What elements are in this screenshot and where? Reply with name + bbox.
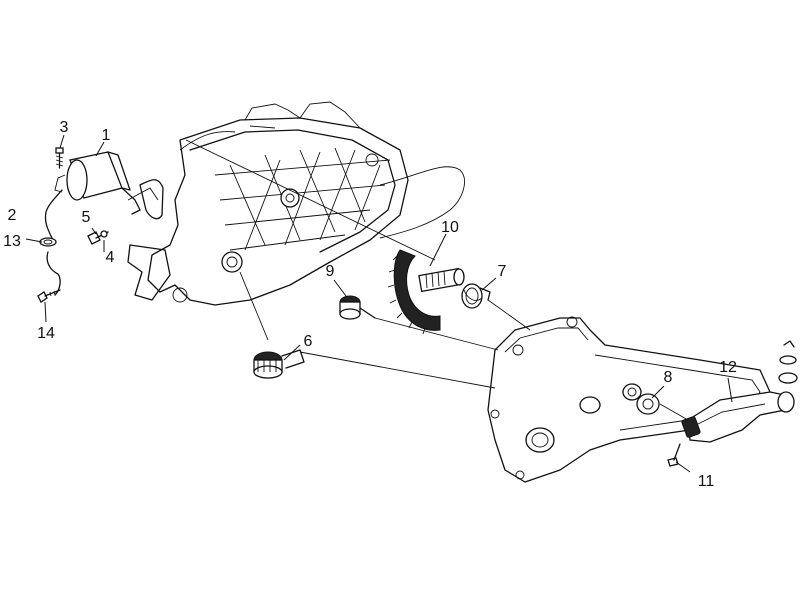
bolt-11	[667, 443, 681, 467]
callout-13: 13	[3, 233, 21, 250]
callout-7: 7	[498, 263, 507, 280]
screw-3	[55, 147, 64, 169]
callout-1: 1	[102, 127, 111, 144]
callout-14: 14	[37, 325, 55, 342]
assembly-lines	[299, 299, 689, 421]
callout-8: 8	[664, 369, 673, 386]
sector-gear-10	[387, 249, 465, 335]
pinion-9	[339, 295, 376, 320]
callout-5: 5	[82, 209, 91, 226]
starter-motor	[54, 151, 159, 215]
callout-labels: 1 2 3 4 5 6 7 8 9 10 11 12 13 14	[3, 119, 737, 490]
engine-crankcase	[127, 101, 465, 306]
oil-seal-8	[636, 393, 660, 415]
callout-3: 3	[60, 119, 69, 136]
starter-gear-6	[239, 271, 305, 379]
callout-9: 9	[326, 263, 335, 280]
callout-10: 10	[441, 219, 459, 236]
bolt-14	[37, 289, 61, 303]
callout-12: 12	[719, 359, 737, 376]
starter-cable	[44, 189, 63, 296]
return-spring-7	[461, 283, 491, 309]
callout-4: 4	[106, 249, 115, 266]
leader-lines	[25, 134, 733, 473]
callout-11: 11	[698, 473, 715, 490]
o-ring-13	[39, 237, 57, 247]
bolt-4-5	[87, 230, 109, 245]
callout-2: 2	[8, 207, 17, 224]
kick-starter-lever-12	[681, 340, 798, 443]
callout-6: 6	[304, 333, 313, 350]
